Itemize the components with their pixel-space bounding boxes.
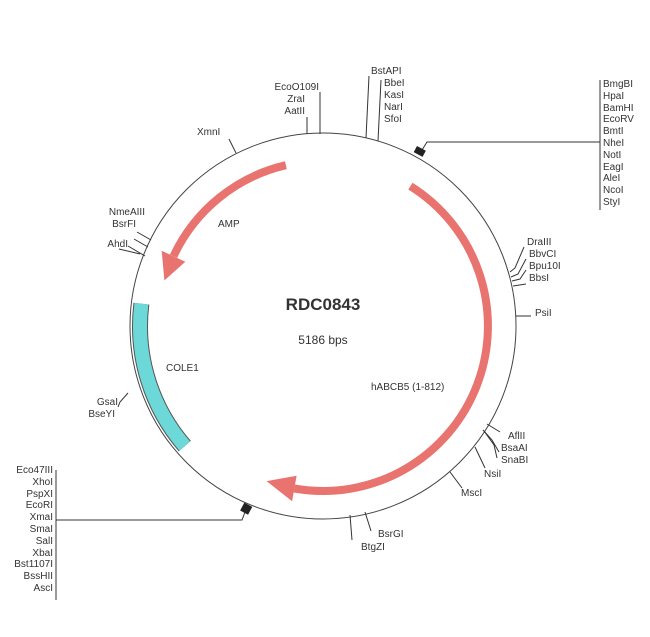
site-bbsi[interactable]: BbsI <box>529 273 550 284</box>
site-xmni[interactable]: XmnI <box>197 127 221 138</box>
site-ticks <box>55 75 601 600</box>
site-ecori[interactable]: EcoRI <box>25 500 53 512</box>
site-pspxi[interactable]: PspXI <box>26 488 53 500</box>
site-sali[interactable]: SalI <box>35 535 53 547</box>
site-ncoi[interactable]: NcoI <box>603 185 624 197</box>
site-xmai[interactable]: XmaI <box>29 512 53 524</box>
site-alei[interactable]: AleI <box>603 173 621 185</box>
site-gsai[interactable]: GsaI <box>96 397 118 408</box>
plasmid-size: 5186 bps <box>298 333 348 347</box>
amp-feature[interactable] <box>169 161 287 258</box>
site-bbei[interactable]: BbeI <box>384 78 405 89</box>
mcs-top-marker[interactable] <box>413 146 426 157</box>
habcb5-arrowhead <box>266 475 297 502</box>
site-zrai[interactable]: ZraI <box>287 94 305 105</box>
site-aflii[interactable]: AflII <box>508 431 526 442</box>
site-hpai[interactable]: HpaI <box>603 90 625 102</box>
site-eco0109i[interactable]: EcoO109I <box>274 82 319 93</box>
site-styi[interactable]: StyI <box>603 196 621 208</box>
plasmid-name: RDC0843 <box>285 295 361 314</box>
site-bmti[interactable]: BmtI <box>603 126 624 138</box>
site-nhei[interactable]: NheI <box>603 137 625 149</box>
site-bmgbi[interactable]: BmgBI <box>603 79 634 90</box>
site-bsrgi[interactable]: BsrGI <box>378 529 404 540</box>
site-xbai[interactable]: XbaI <box>32 547 53 559</box>
cole1-label: COLE1 <box>166 363 199 374</box>
mcs-bottom-marker[interactable] <box>240 502 253 515</box>
site-bseyi[interactable]: BseYI <box>88 409 115 420</box>
amp-label: AMP <box>218 219 240 230</box>
site-eco47iii[interactable]: Eco47III <box>16 465 53 476</box>
site-bstapi[interactable]: BstAPI <box>371 66 402 77</box>
site-bst1107i[interactable]: Bst1107I <box>14 559 53 571</box>
site-bsrfi[interactable]: BsrFI <box>112 219 136 230</box>
site-bamhi[interactable]: BamHI <box>603 102 634 114</box>
site-bbvci[interactable]: BbvCI <box>529 249 557 260</box>
site-aatii[interactable]: AatII <box>284 106 305 117</box>
site-bsshii[interactable]: BssHII <box>23 571 53 583</box>
site-nari[interactable]: NarI <box>384 102 403 113</box>
site-asci[interactable]: AscI <box>33 582 53 594</box>
cole1-feature-fill <box>133 302 191 451</box>
site-sfoi[interactable]: SfoI <box>384 114 402 125</box>
site-ahdi[interactable]: AhdI <box>107 239 128 250</box>
site-ecorv[interactable]: EcoRV <box>603 114 634 126</box>
site-noti[interactable]: NotI <box>603 149 622 161</box>
site-draiii[interactable]: DraIII <box>527 237 552 248</box>
backbone-circle <box>129 132 517 520</box>
habcb5-label: hABCB5 (1-812) <box>371 382 445 393</box>
amp-arrowhead <box>161 250 186 281</box>
mcs-bottom-list: Eco47III XhoI PspXI EcoRI XmaI SmaI SalI… <box>14 465 53 595</box>
site-eagi[interactable]: EagI <box>603 161 624 173</box>
mcs-top-list: BmgBI HpaI BamHI EcoRV BmtI NheI NotI Ea… <box>603 79 634 209</box>
site-psii[interactable]: PsiI <box>535 308 552 319</box>
site-bpu10i[interactable]: Bpu10I <box>529 261 561 272</box>
site-btgzi[interactable]: BtgZI <box>361 542 385 553</box>
site-kasi[interactable]: KasI <box>384 90 405 101</box>
site-snabi[interactable]: SnaBI <box>501 455 529 466</box>
habcb5-feature[interactable] <box>293 182 492 495</box>
site-smai[interactable]: SmaI <box>29 523 53 535</box>
site-nmeaiii[interactable]: NmeAIII <box>108 207 145 218</box>
site-nsii[interactable]: NsiI <box>484 469 502 480</box>
site-xhoi[interactable]: XhoI <box>32 476 53 488</box>
site-bsaai[interactable]: BsaAI <box>501 443 528 454</box>
site-msci[interactable]: MscI <box>461 488 483 499</box>
